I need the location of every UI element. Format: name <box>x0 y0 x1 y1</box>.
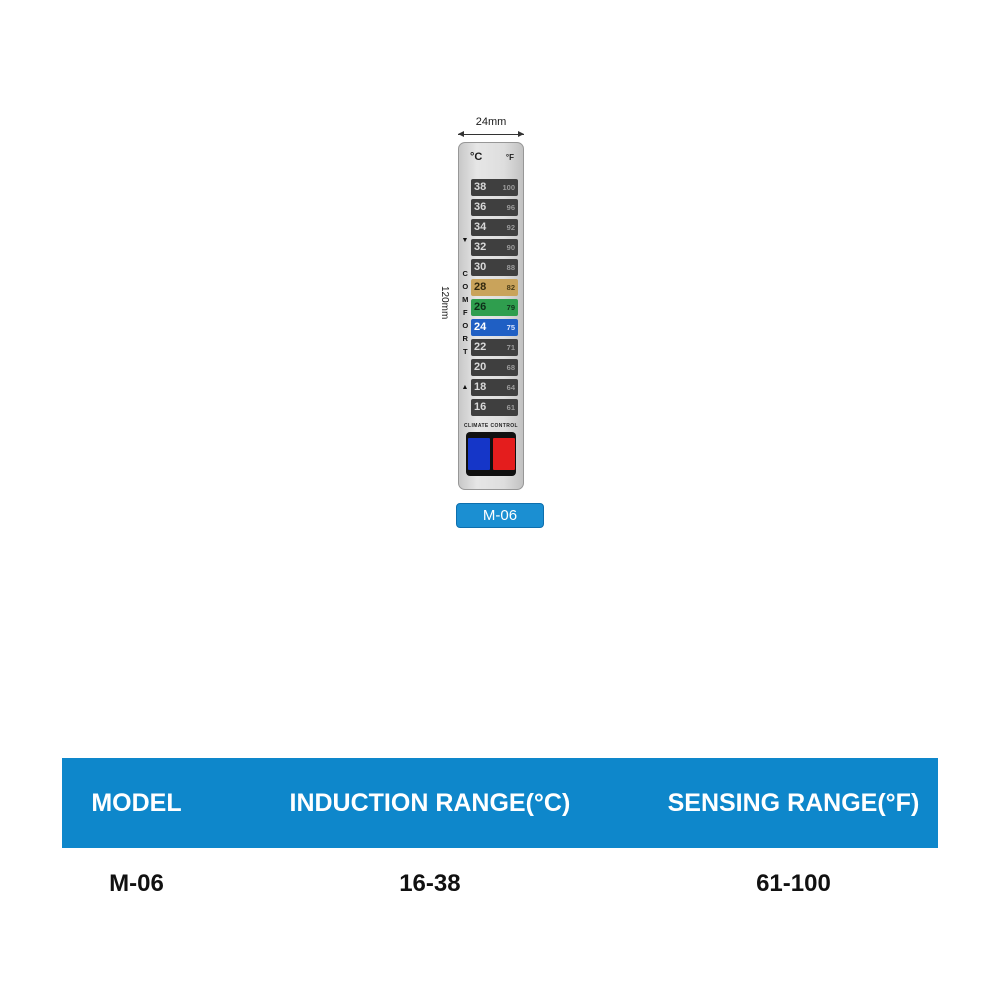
climate-control-indicator <box>466 432 516 476</box>
comfort-label: COMFORT <box>460 268 470 360</box>
fahrenheit-value: 82 <box>506 282 515 292</box>
arrow-down-icon: ▼ <box>461 237 469 244</box>
fahrenheit-value: 75 <box>506 322 515 332</box>
spec-table-row: M-06 16-38 61-100 <box>62 864 938 904</box>
temp-row: 28 82 <box>471 279 518 296</box>
celsius-header: °C <box>470 151 483 163</box>
strip-scale-header: °C °F <box>470 151 514 163</box>
fahrenheit-value: 64 <box>506 382 515 392</box>
induction-range-value: 16-38 <box>399 870 461 897</box>
comfort-indicator: ▼ COMFORT ▲ <box>459 237 471 391</box>
temp-row: 32 90 <box>471 239 518 256</box>
temp-row: 34 92 <box>471 219 518 236</box>
fahrenheit-value: 96 <box>506 202 515 212</box>
spec-table-header: MODEL INDUCTION RANGE(°C) SENSING RANGE(… <box>62 758 938 848</box>
hot-swatch <box>492 438 515 470</box>
climate-control-label: CLIMATE CONTROL <box>464 423 518 429</box>
sensing-range-value: 61-100 <box>756 870 831 897</box>
fahrenheit-value: 100 <box>502 182 515 192</box>
fahrenheit-value: 92 <box>506 222 515 232</box>
fahrenheit-header: °F <box>505 153 514 162</box>
header-model: MODEL <box>91 788 182 817</box>
arrow-up-icon: ▲ <box>461 384 469 391</box>
fahrenheit-value: 90 <box>506 242 515 252</box>
celsius-value: 22 <box>474 341 487 353</box>
celsius-value: 36 <box>474 201 487 213</box>
temp-row: 18 64 <box>471 379 518 396</box>
temp-row: 26 79 <box>471 299 518 316</box>
width-dimension-line <box>458 131 524 137</box>
celsius-value: 38 <box>474 181 487 193</box>
header-induction-range: INDUCTION RANGE(°C) <box>289 788 571 817</box>
celsius-value: 18 <box>474 381 487 393</box>
temperature-rows: 38 100 36 96 34 92 32 90 30 88 28 82 <box>471 179 518 416</box>
celsius-value: 16 <box>474 401 487 413</box>
cold-swatch <box>467 438 490 470</box>
celsius-value: 30 <box>474 261 487 273</box>
fahrenheit-value: 71 <box>506 342 515 352</box>
fahrenheit-value: 79 <box>506 302 515 312</box>
header-sensing-range: SENSING RANGE(°F) <box>667 788 920 817</box>
temp-row: 36 96 <box>471 199 518 216</box>
temp-row: 30 88 <box>471 259 518 276</box>
fahrenheit-value: 68 <box>506 362 515 372</box>
temp-row: 22 71 <box>471 339 518 356</box>
celsius-value: 26 <box>474 301 487 313</box>
fahrenheit-value: 88 <box>506 262 515 272</box>
celsius-value: 24 <box>474 321 487 333</box>
model-value: M-06 <box>109 870 164 897</box>
temp-row: 38 100 <box>471 179 518 196</box>
width-dimension-label: 24mm <box>475 116 507 128</box>
temp-row: 20 68 <box>471 359 518 376</box>
thermometer-strip: °C °F 38 100 36 96 34 92 32 90 30 88 <box>458 142 524 490</box>
celsius-value: 28 <box>474 281 487 293</box>
fahrenheit-value: 61 <box>506 402 515 412</box>
celsius-value: 20 <box>474 361 487 373</box>
height-dimension-label: 120mm <box>439 286 450 320</box>
temp-row: 24 75 <box>471 319 518 336</box>
model-badge: M-06 <box>456 503 544 528</box>
celsius-value: 32 <box>474 241 487 253</box>
temp-row: 16 61 <box>471 399 518 416</box>
celsius-value: 34 <box>474 221 487 233</box>
